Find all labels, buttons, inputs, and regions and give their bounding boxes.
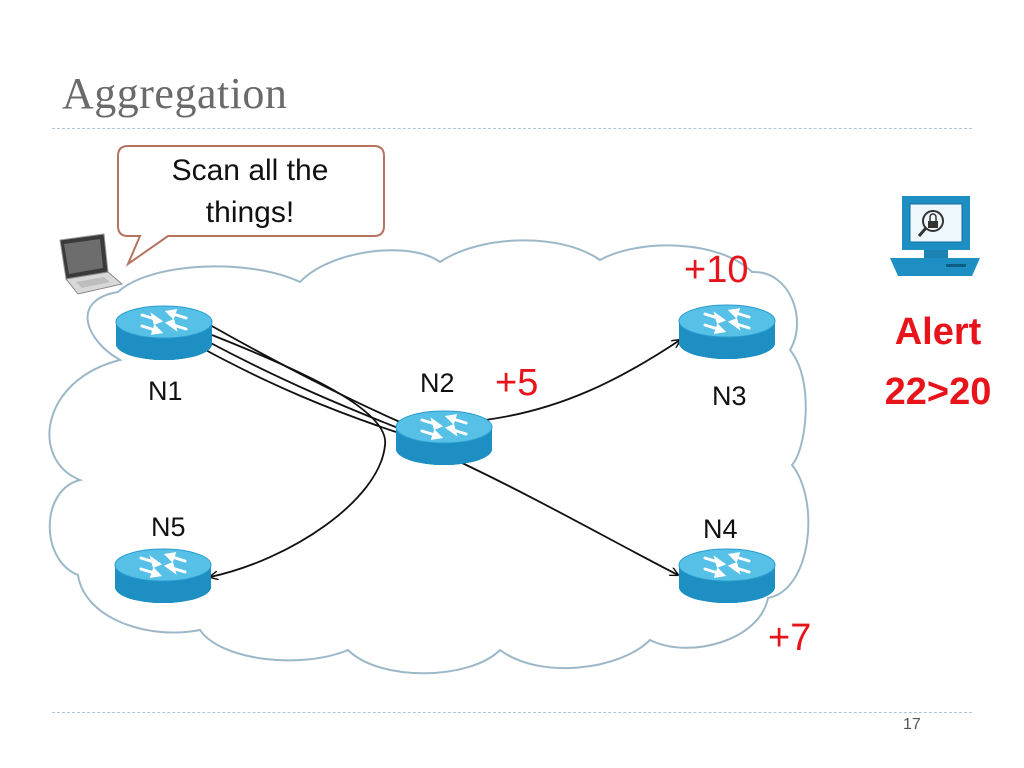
router-icon xyxy=(677,547,777,605)
node-label-n4: N4 xyxy=(703,514,738,544)
speech-callout: Scan all the things! xyxy=(117,145,385,267)
router-icon xyxy=(114,304,214,362)
router-icon xyxy=(394,409,494,467)
slide-title: Aggregation xyxy=(62,69,288,118)
node-label-n1: N1 xyxy=(148,376,183,406)
node-label-n3: N3 xyxy=(712,381,747,411)
alert-title: Alert xyxy=(895,311,982,353)
link-n1-n2-b xyxy=(204,339,399,429)
arrow-n2-to-n3 xyxy=(484,340,680,421)
arrow-n1-to-n5 xyxy=(210,334,386,577)
laptop-icon xyxy=(59,233,124,295)
node-label-n2: N2 xyxy=(420,368,455,398)
delta-n3: +10 xyxy=(684,249,748,291)
callout-line-2: things! xyxy=(206,196,294,229)
page-number: 17 xyxy=(903,716,921,733)
callout-line-1: Scan all the xyxy=(172,154,329,187)
delta-n2: +5 xyxy=(495,362,538,404)
connections xyxy=(199,324,680,577)
link-n1-n2-c xyxy=(199,346,397,433)
title-divider xyxy=(52,128,972,129)
security-monitor-icon xyxy=(890,196,980,276)
arrow-n2-to-n4 xyxy=(459,461,678,575)
alert-threshold: 22>20 xyxy=(885,371,992,413)
router-icon xyxy=(677,303,777,361)
router-icon xyxy=(113,547,213,605)
node-label-n5: N5 xyxy=(151,512,186,542)
footer-divider xyxy=(52,712,972,713)
delta-n4: +7 xyxy=(768,617,811,659)
link-n1-n2-a xyxy=(209,324,401,423)
